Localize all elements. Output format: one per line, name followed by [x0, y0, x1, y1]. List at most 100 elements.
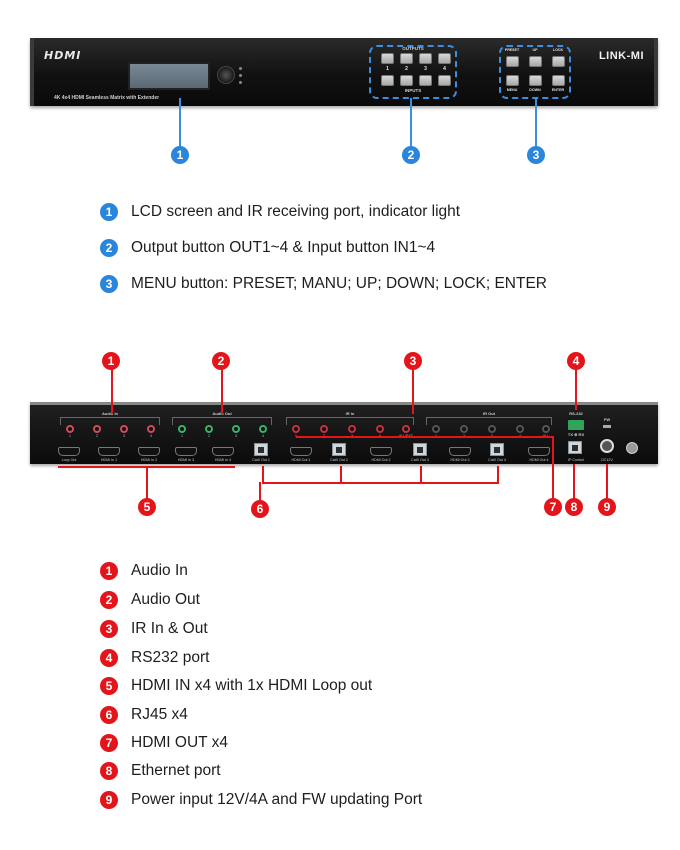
audio-out-jack-2[interactable]	[205, 425, 213, 433]
catx-out-1-label: CatX Out 1	[252, 458, 270, 462]
ir-in-jack-all-ext[interactable]	[402, 425, 410, 433]
audio-in-jack-2[interactable]	[93, 425, 101, 433]
audio-in-num-1: 1	[69, 434, 71, 438]
input-button-1[interactable]	[381, 75, 394, 86]
rear-callout-line-1	[111, 366, 113, 414]
audio-out-jack-3[interactable]	[232, 425, 240, 433]
audio-out-jack-4[interactable]	[259, 425, 267, 433]
hdmi-out-3-port[interactable]	[449, 447, 471, 456]
hdmi-in-4-label: HDMI In 4	[214, 458, 232, 462]
legend-marker: 1	[100, 203, 118, 221]
up-label: UP	[532, 48, 538, 52]
hdmi-out-4-port[interactable]	[528, 447, 550, 456]
hdmi-out-2-label: HDMI Out 2	[371, 458, 391, 462]
input-button-2[interactable]	[400, 75, 413, 86]
hdmi-in-3-port[interactable]	[175, 447, 197, 456]
audio-out-jack-1[interactable]	[178, 425, 186, 433]
rear-callout-line-3	[412, 366, 414, 414]
audio-in-num-4: 4	[150, 434, 152, 438]
up-button[interactable]	[529, 56, 542, 67]
output-button-2[interactable]	[400, 53, 413, 64]
hdmi-out-2-port[interactable]	[370, 447, 392, 456]
audio-in-num-2: 2	[96, 434, 98, 438]
legend-marker: 6	[100, 706, 118, 724]
legend-text: Output button OUT1~4 & Input button IN1~…	[131, 239, 436, 256]
output-button-4[interactable]	[438, 53, 451, 64]
legend-text: Power input 12V/4A and FW updating Port	[131, 791, 423, 808]
rear-bracket-6-left	[262, 466, 264, 484]
rear-legend-item-6: 6 RJ45 x4	[100, 706, 188, 724]
catx-out-1-port[interactable]	[254, 443, 268, 456]
hdmi-logo: HDMI	[44, 49, 82, 62]
rs232-terminal[interactable]	[568, 420, 584, 430]
audio-in-bracket	[60, 417, 160, 425]
button-number-2: 2	[405, 66, 408, 72]
menu-button[interactable]	[506, 75, 519, 86]
ground-screw	[626, 442, 638, 454]
rear-callout-line-4	[575, 366, 577, 410]
button-number-1: 1	[386, 66, 389, 72]
lock-button[interactable]	[552, 56, 565, 67]
dc-power-jack[interactable]	[600, 439, 614, 453]
front-marker-3: 3	[527, 146, 545, 164]
legend-marker: 4	[100, 649, 118, 667]
rs232-label: RS-232	[569, 411, 583, 416]
rear-panel-photo: Audio In Audio Out IR In IR Out 1 2 3 4 …	[30, 402, 658, 464]
outputs-inputs-button-group: OUTPUTS 1 2 3 4 INPUTS	[369, 45, 457, 99]
catx-out-2-port[interactable]	[332, 443, 346, 456]
ir-out-jack-1[interactable]	[432, 425, 440, 433]
rear-marker-4: 4	[567, 352, 585, 370]
output-button-3[interactable]	[419, 53, 432, 64]
lcd-screen	[128, 62, 210, 90]
rear-bracket-6-tick-2	[340, 466, 342, 484]
enter-button[interactable]	[552, 75, 565, 86]
input-button-4[interactable]	[438, 75, 451, 86]
hdmi-in-1-label: HDMI In 1	[100, 458, 118, 462]
legend-marker: 9	[100, 791, 118, 809]
legend-marker: 1	[100, 562, 118, 580]
ir-out-jack-3[interactable]	[488, 425, 496, 433]
ethernet-port[interactable]	[568, 441, 582, 454]
fw-usb-port[interactable]	[603, 425, 611, 428]
legend-marker: 2	[100, 239, 118, 257]
ir-in-jack-3[interactable]	[348, 425, 356, 433]
rear-marker-2: 2	[212, 352, 230, 370]
input-button-3[interactable]	[419, 75, 432, 86]
front-marker-1: 1	[171, 146, 189, 164]
audio-in-jack-3[interactable]	[120, 425, 128, 433]
indicator-dot	[239, 74, 242, 77]
hdmi-in-2-port[interactable]	[138, 447, 160, 456]
hdmi-in-1-port[interactable]	[98, 447, 120, 456]
ir-in-jack-1[interactable]	[292, 425, 300, 433]
output-button-1[interactable]	[381, 53, 394, 64]
audio-out-num-2: 2	[208, 434, 210, 438]
legend-marker: 8	[100, 762, 118, 780]
ir-in-jack-4[interactable]	[376, 425, 384, 433]
rear-bracket-6-tick-3	[420, 466, 422, 484]
legend-text: IR In & Out	[131, 620, 208, 637]
preset-button[interactable]	[506, 56, 519, 67]
rear-bracket-6	[262, 482, 498, 484]
audio-in-jack-1[interactable]	[66, 425, 74, 433]
catx-out-4-port[interactable]	[490, 443, 504, 456]
rear-callout-line-9	[606, 464, 608, 500]
rear-legend-item-9: 9 Power input 12V/4A and FW updating Por…	[100, 791, 422, 809]
rack-ear-right	[654, 38, 658, 106]
ir-out-jack-all[interactable]	[542, 425, 550, 433]
ir-out-jack-4[interactable]	[516, 425, 524, 433]
audio-in-jack-4[interactable]	[147, 425, 155, 433]
hdmi-loop-out-port[interactable]	[58, 447, 80, 456]
preset-label: PRESET	[504, 48, 520, 52]
ir-receiver-window	[217, 66, 235, 84]
hdmi-out-1-port[interactable]	[290, 447, 312, 456]
legend-text: RS232 port	[131, 649, 210, 666]
down-button[interactable]	[529, 75, 542, 86]
ir-out-jack-2[interactable]	[460, 425, 468, 433]
catx-out-3-port[interactable]	[413, 443, 427, 456]
ir-in-jack-2[interactable]	[320, 425, 328, 433]
hdmi-in-3-label: HDMI In 3	[177, 458, 195, 462]
rear-legend-item-7: 7 HDMI OUT x4	[100, 734, 228, 752]
legend-text: LCD screen and IR receiving port, indica…	[131, 203, 461, 220]
hdmi-in-4-port[interactable]	[212, 447, 234, 456]
audio-in-num-3: 3	[123, 434, 125, 438]
